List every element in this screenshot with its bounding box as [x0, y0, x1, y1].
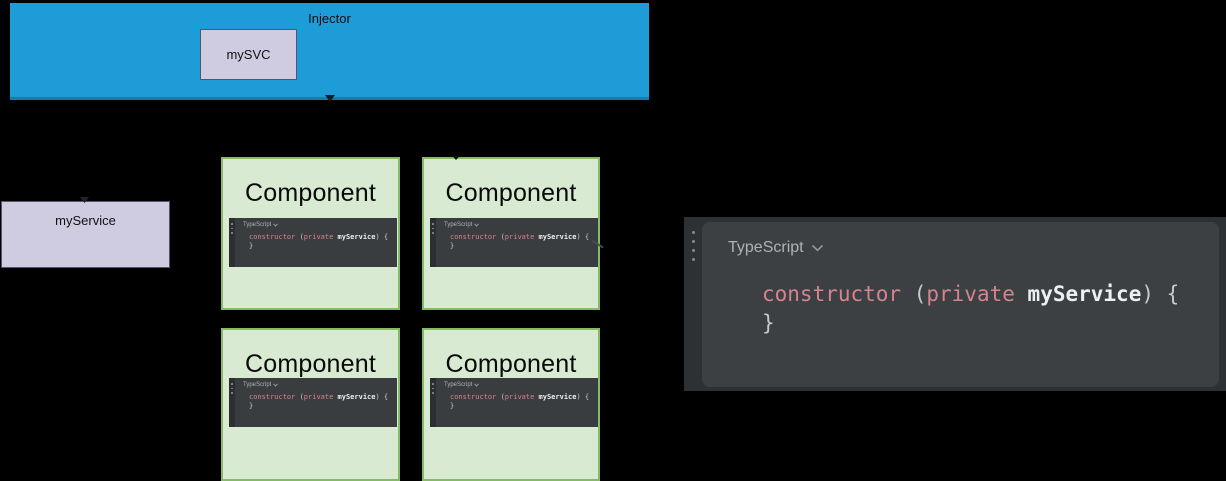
code-card: TypeScript constructor (private myServic… [702, 222, 1219, 387]
myservice-box: myService [1, 201, 170, 268]
connector-arrowhead [450, 153, 462, 160]
vertical-dots-drag-handle[interactable] [229, 378, 235, 427]
code-snippet-mini-4: TypeScript constructor (private myServic… [430, 378, 598, 427]
code-snippet-mini-2: TypeScript constructor (private myServic… [430, 218, 598, 267]
vertical-dots-drag-handle[interactable] [430, 378, 436, 427]
language-label: TypeScript [243, 382, 272, 388]
component-box-1: Component TypeScript constructor (privat… [221, 157, 400, 310]
chevron-down-icon [811, 244, 823, 252]
component-title: Component [244, 179, 377, 207]
mysvc-box: mySVC [200, 29, 297, 80]
code-snippet-text: constructor (private myService) { } [450, 233, 590, 250]
component-box-2: Component TypeScript constructor (privat… [422, 157, 600, 310]
code-snippet-mini-1: TypeScript constructor (private myServic… [229, 218, 397, 267]
language-label: TypeScript [444, 382, 473, 388]
chevron-down-icon [474, 383, 480, 387]
code-snippet-mini-3: TypeScript constructor (private myServic… [229, 378, 397, 427]
chevron-down-icon [273, 383, 279, 387]
injector-box: Injector mySVC [10, 3, 649, 100]
chevron-down-icon [474, 223, 480, 227]
vertical-dots-drag-handle[interactable] [430, 218, 436, 267]
language-selector[interactable]: TypeScript [702, 222, 1219, 257]
language-selector[interactable]: TypeScript [243, 382, 397, 388]
code-snippet-text: constructor (private myService) { } [450, 393, 590, 410]
injector-label: Injector [308, 11, 351, 26]
language-selector[interactable]: TypeScript [444, 222, 598, 228]
language-selector[interactable]: TypeScript [243, 222, 397, 228]
vertical-dots-drag-handle[interactable] [687, 231, 699, 261]
language-selector[interactable]: TypeScript [444, 382, 598, 388]
code-snippet-text: constructor (private myService) { } [762, 282, 1180, 335]
component-title: Component [445, 350, 577, 378]
component-title: Component [244, 350, 377, 378]
component-box-3: Component TypeScript constructor (privat… [221, 328, 400, 481]
language-label: TypeScript [444, 222, 473, 228]
connector-arrowhead [80, 197, 89, 203]
mysvc-label: mySVC [226, 47, 271, 62]
myservice-label: myService [55, 213, 116, 228]
code-snippet-text: constructor (private myService) { } [249, 233, 389, 250]
chevron-down-icon [273, 223, 279, 227]
code-snippet-text: constructor (private myService) { } [249, 393, 389, 410]
language-label: TypeScript [728, 239, 804, 256]
language-label: TypeScript [243, 222, 272, 228]
connector-arrowhead [325, 95, 335, 102]
component-title: Component [445, 179, 577, 207]
code-panel: TypeScript constructor (private myServic… [684, 217, 1226, 391]
component-box-4: Component TypeScript constructor (privat… [422, 328, 600, 481]
vertical-dots-drag-handle[interactable] [229, 218, 235, 267]
